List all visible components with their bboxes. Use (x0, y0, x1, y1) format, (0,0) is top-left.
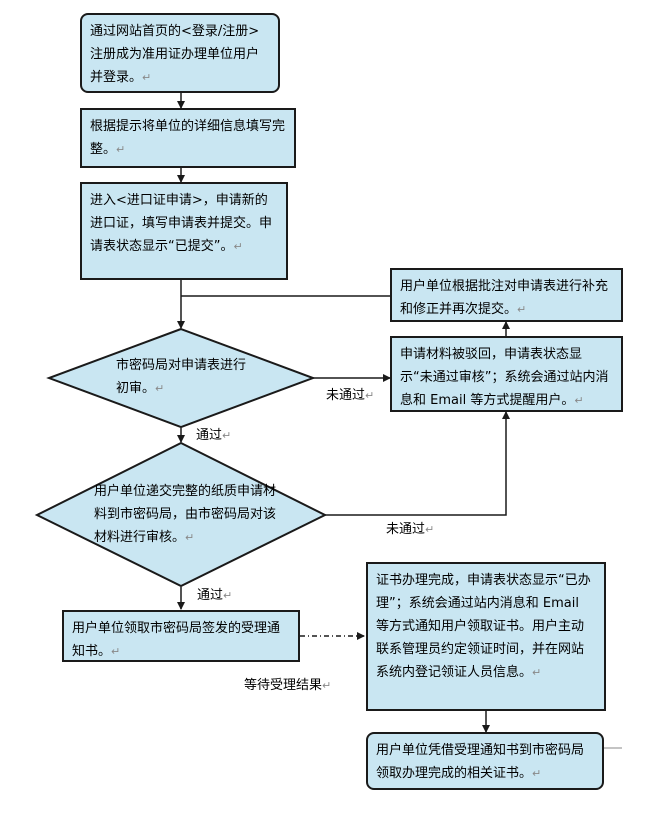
diamond-paper-review (34, 441, 328, 588)
paragraph-mark: ↵ (517, 303, 527, 316)
edge-label-text: 未通过 (386, 522, 426, 537)
node-receive-notice: 用户单位领取市密码局签发的受理通知书。↵ (62, 610, 300, 662)
paragraph-mark: ↵ (111, 645, 121, 658)
node-rejected: 申请材料被驳回，申请表状态显示“未通过审核”；系统会通过站内消息和 Email … (390, 336, 623, 412)
paragraph-mark: ↵ (532, 666, 542, 679)
arrow-paper-to-rejected (325, 411, 510, 516)
node-collect-certificate-text: 用户单位凭借受理通知书到市密码局领取办理完成的相关证书。 (376, 743, 585, 781)
node-supplement-text: 用户单位根据批注对申请表进行补充和修正并再次提交。 (400, 279, 609, 317)
edge-label-text: 未通过 (326, 388, 366, 403)
edge-label-text: 等待受理结果 (244, 678, 323, 693)
paragraph-mark: ↵ (116, 143, 126, 156)
paragraph-mark: ↵ (574, 394, 584, 407)
node-fill-info: 根据提示将单位的详细信息填写完整。↵ (80, 108, 296, 168)
edge-label-text: 通过 (197, 588, 224, 603)
node-certificate-done-text: 证书办理完成，申请表状态显示“已办理”；系统会通过站内消息和 Email 等方式… (376, 573, 591, 680)
paragraph-mark: ↵ (223, 589, 233, 602)
node-fill-info-text: 根据提示将单位的详细信息填写完整。 (90, 119, 286, 157)
paragraph-mark: ↵ (532, 767, 542, 780)
node-login-text: 通过网站首页的<登录/注册>注册成为准用证办理单位用户并登录。 (90, 24, 260, 85)
paragraph-mark: ↵ (365, 389, 375, 402)
node-receive-notice-text: 用户单位领取市密码局签发的受理通知书。 (72, 621, 281, 659)
paragraph-mark: ↵ (222, 429, 232, 442)
edge-label-not-passed-1: 未通过↵ (326, 388, 374, 404)
edge-label-text: 通过 (196, 428, 223, 443)
node-preliminary-review: 市密码局对申请表进行初审。↵ (116, 354, 256, 400)
node-paper-review-text: 用户单位递交完整的纸质申请材料到市密码局，由市密码局对该材料进行审核。 (94, 484, 277, 545)
node-apply-text: 进入<进口证申请>，申请新的进口证，填写申请表并提交。申请表状态显示“已提交”。 (90, 193, 273, 254)
node-supplement: 用户单位根据批注对申请表进行补充和修正并再次提交。↵ (390, 268, 623, 322)
diamond-preliminary-review (46, 327, 316, 429)
edge-label-not-passed-2: 未通过↵ (386, 522, 434, 538)
paragraph-mark: ↵ (155, 382, 165, 395)
node-apply: 进入<进口证申请>，申请新的进口证，填写申请表并提交。申请表状态显示“已提交”。… (80, 182, 288, 280)
node-paper-review: 用户单位递交完整的纸质申请材料到市密码局，由市密码局对该材料进行审核。↵ (94, 480, 276, 549)
node-rejected-text: 申请材料被驳回，申请表状态显示“未通过审核”；系统会通过站内消息和 Email … (400, 347, 609, 408)
edge-label-passed-1: 通过↵ (196, 428, 231, 444)
paragraph-mark: ↵ (142, 71, 152, 84)
node-certificate-done: 证书办理完成，申请表状态显示“已办理”；系统会通过站内消息和 Email 等方式… (366, 562, 606, 711)
node-collect-certificate: 用户单位凭借受理通知书到市密码局领取办理完成的相关证书。↵ (366, 732, 604, 790)
node-preliminary-review-text: 市密码局对申请表进行初审。 (116, 358, 247, 396)
node-login: 通过网站首页的<登录/注册>注册成为准用证办理单位用户并登录。↵ (80, 13, 280, 93)
paragraph-mark: ↵ (233, 240, 243, 253)
edge-label-wait-result: 等待受理结果↵ (244, 678, 331, 694)
paragraph-mark: ↵ (425, 523, 435, 536)
paragraph-mark: ↵ (322, 679, 332, 692)
edge-label-passed-2: 通过↵ (197, 588, 232, 604)
paragraph-mark: ↵ (185, 531, 195, 544)
